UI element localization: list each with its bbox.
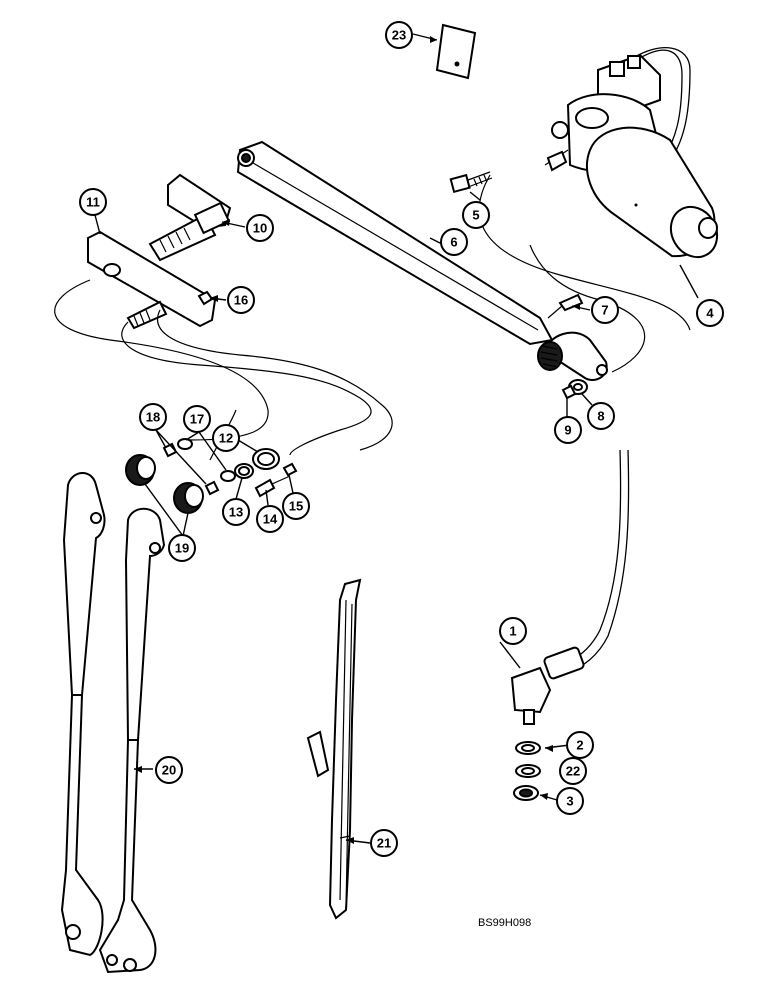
- callout-9: 9: [554, 416, 582, 444]
- callout-label-18: 18: [146, 410, 160, 425]
- callout-18: 18: [139, 403, 167, 431]
- callout-label-1: 1: [509, 624, 516, 639]
- callout-label-5: 5: [472, 208, 479, 223]
- nut-3-part: [513, 785, 539, 801]
- callout-7: 7: [591, 296, 619, 324]
- callout-label-9: 9: [564, 423, 571, 438]
- callout-4: 4: [696, 299, 724, 327]
- bolt-14-part: [254, 478, 276, 498]
- callout-label-20: 20: [162, 763, 176, 778]
- nut-9-part: [561, 384, 577, 400]
- callout-15: 15: [282, 492, 310, 520]
- callout-3: 3: [556, 787, 584, 815]
- linkage-bar-part: [236, 140, 554, 346]
- callout-label-11: 11: [86, 195, 100, 210]
- wiper-blade-part: [306, 578, 362, 920]
- callout-label-8: 8: [597, 409, 604, 424]
- nut-15-part: [282, 462, 298, 477]
- hardware-group: [125, 438, 298, 514]
- callout-label-6: 6: [450, 235, 457, 250]
- callout-2: 2: [566, 731, 594, 759]
- callout-label-7: 7: [601, 303, 608, 318]
- callout-8: 8: [587, 402, 615, 430]
- callout-17: 17: [183, 405, 211, 433]
- wiper-motor-part: [544, 47, 719, 259]
- callout-label-22: 22: [566, 764, 580, 779]
- leader-arrows: [134, 36, 580, 844]
- callout-19: 19: [168, 534, 196, 562]
- callout-16: 16: [227, 286, 255, 314]
- callout-11: 11: [79, 188, 107, 216]
- washer-17a-part: [177, 438, 193, 450]
- callout-5: 5: [462, 201, 490, 229]
- callout-label-14: 14: [263, 512, 278, 527]
- screw-7-part: [547, 293, 584, 319]
- callout-12: 12: [212, 424, 240, 452]
- wiper-arms-part: [60, 472, 166, 974]
- callout-label-16: 16: [234, 293, 248, 308]
- callout-label-23: 23: [392, 28, 406, 43]
- callout-20: 20: [155, 756, 183, 784]
- callout-label-12: 12: [219, 431, 233, 446]
- callout-label-3: 3: [566, 794, 573, 809]
- callout-13: 13: [222, 498, 250, 526]
- callout-21: 21: [370, 829, 398, 857]
- pivot-bracket-part: [148, 173, 232, 262]
- callout-10: 10: [246, 214, 274, 242]
- switch-part: [510, 449, 630, 725]
- callout-label-21: 21: [377, 836, 391, 851]
- callout-6: 6: [440, 228, 468, 256]
- callout-22: 22: [559, 757, 587, 785]
- callout-23: 23: [385, 21, 413, 49]
- callout-14: 14: [256, 505, 284, 533]
- callout-label-10: 10: [253, 221, 267, 236]
- reference-code: BS99H098: [478, 917, 532, 929]
- pivot-end-part: [537, 331, 608, 381]
- nut-18b-part: [204, 480, 220, 496]
- callout-label-17: 17: [190, 412, 204, 427]
- callout-label-4: 4: [706, 306, 714, 321]
- callout-label-19: 19: [175, 541, 189, 556]
- callout-label-13: 13: [229, 505, 243, 520]
- cover-plate-part: [435, 23, 477, 80]
- leader-lines: [94, 33, 699, 844]
- washer-17b-part: [220, 470, 236, 482]
- washer-22-part: [515, 764, 541, 778]
- callout-label-2: 2: [576, 738, 583, 753]
- bolt-part: [449, 171, 493, 194]
- callout-1: 1: [499, 617, 527, 645]
- callout-label-15: 15: [289, 499, 303, 514]
- washer-2-part: [515, 741, 541, 755]
